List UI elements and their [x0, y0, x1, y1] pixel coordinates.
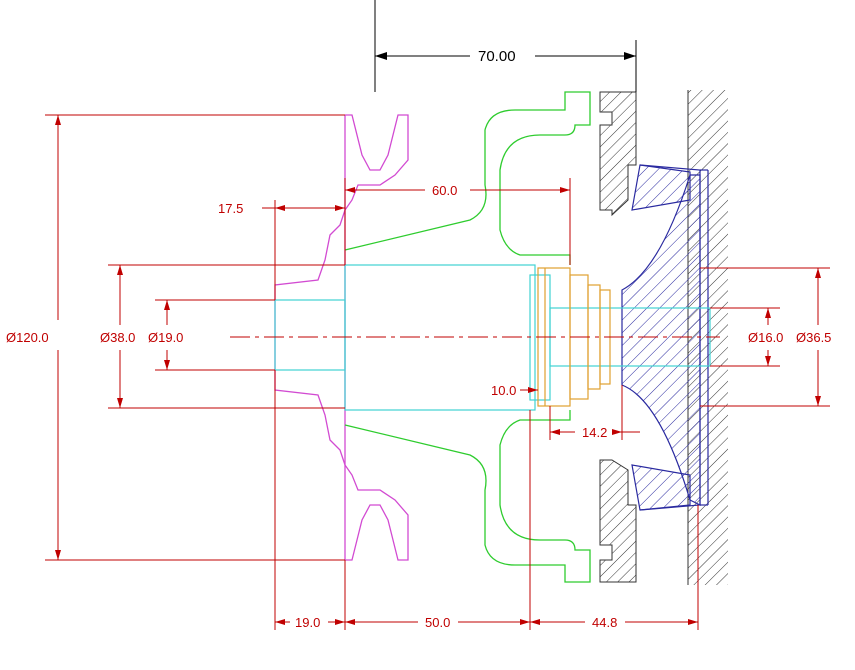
dim-bottom-mid: 50.0	[425, 615, 450, 630]
overall-length-dimension	[374, 0, 637, 92]
housing-flange	[599, 91, 637, 583]
dim-pulley-diameter: Ø120.0	[6, 330, 49, 345]
arrow-right-70	[624, 52, 636, 60]
dim-shaft-small-diameter: Ø16.0	[748, 330, 783, 345]
dim-shaft-large-diameter: Ø36.5	[796, 330, 831, 345]
dim-seal-width: 14.2	[582, 425, 607, 440]
dimension-arrows	[55, 115, 821, 625]
dim-bore-diameter: Ø19.0	[148, 330, 183, 345]
dim-hub-length: 60.0	[432, 183, 457, 198]
dim-bottom-left: 19.0	[295, 615, 320, 630]
dim-pulley-offset: 17.5	[218, 201, 243, 216]
dim-seal-offset: 10.0	[491, 383, 516, 398]
arrow-left-70	[375, 52, 387, 60]
impeller	[621, 164, 709, 511]
dim-overall-length: 70.00	[478, 48, 516, 65]
pump-housing	[344, 91, 591, 583]
dim-bottom-right: 44.8	[592, 615, 617, 630]
dim-hub-diameter: Ø38.0	[100, 330, 135, 345]
